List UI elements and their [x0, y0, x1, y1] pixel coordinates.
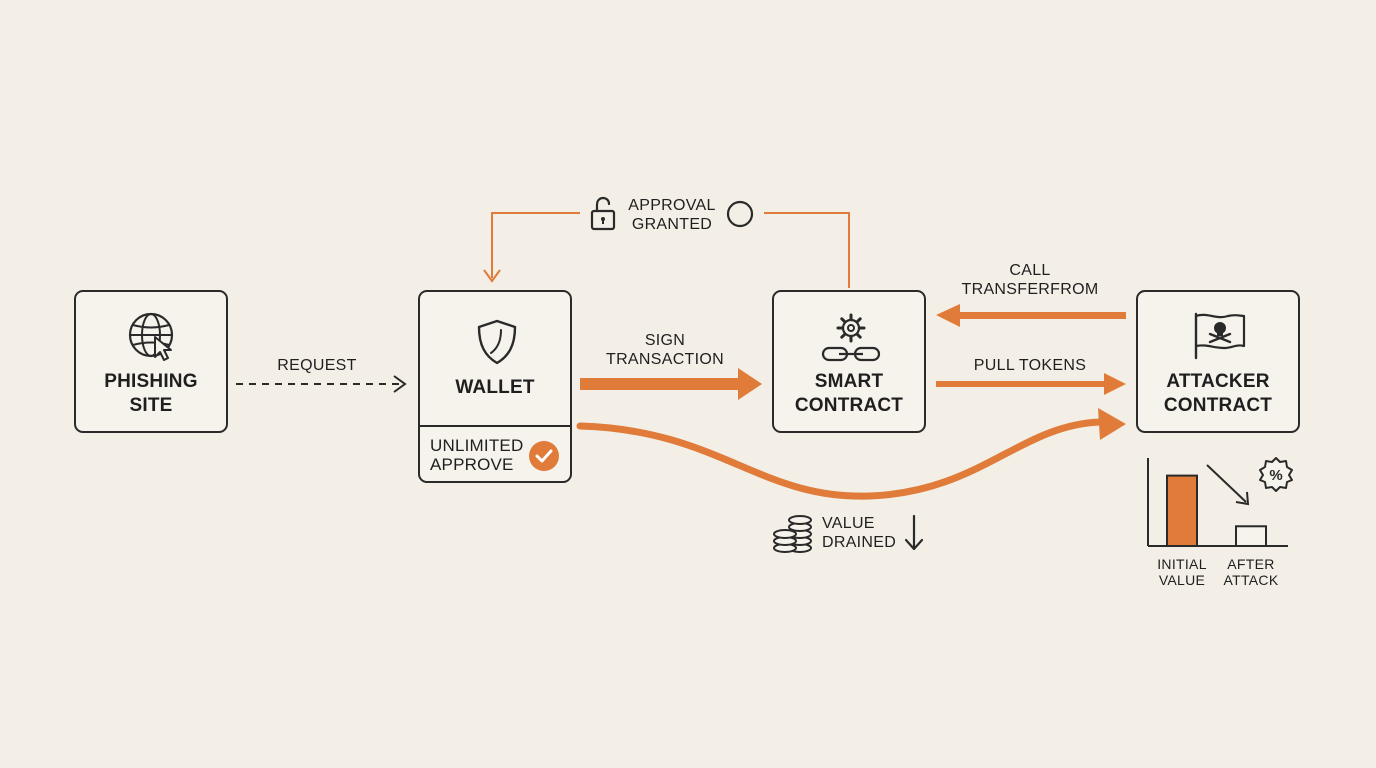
approve-divider	[420, 425, 570, 427]
svg-text:%: %	[1269, 467, 1282, 484]
call-transferfrom-arrow	[936, 304, 1126, 327]
decline-arrow	[1206, 464, 1250, 506]
chart-category-initial-value: INITIAL VALUE	[1157, 556, 1207, 588]
bar-initial-value	[1166, 474, 1198, 548]
globe-cursor-icon	[128, 312, 174, 361]
percent-badge-icon: %	[1259, 457, 1293, 492]
node-attacker-contract: ATTACKER CONTRACT	[1136, 290, 1300, 433]
gear-chain-icon	[821, 313, 881, 362]
shield-icon	[477, 319, 517, 365]
node-smart-contract: SMART CONTRACT	[772, 290, 926, 433]
value-drained-curve	[576, 408, 1126, 500]
request-arrow	[236, 375, 407, 393]
padlock-open-icon	[590, 196, 616, 231]
arrow-down-icon	[904, 514, 924, 551]
pull-tokens-arrow	[936, 373, 1126, 395]
sign-transaction-label: SIGN TRANSACTION	[606, 332, 724, 368]
bar-after-attack	[1235, 525, 1267, 548]
value-drained-label: VALUE DRAINED	[822, 515, 897, 551]
call-transferfrom-label: CALL TRANSFERFROM	[961, 262, 1099, 298]
pirate-flag-icon	[1194, 312, 1246, 360]
node-wallet: WALLET UNLIMITED APPROVE	[418, 290, 572, 483]
approval-granted-label: APPROVAL GRANTED	[628, 197, 716, 233]
unlimited-approve-label: UNLIMITED APPROVE	[430, 436, 524, 474]
request-label: REQUEST	[277, 357, 357, 374]
node-phishing-site: PHISHING SITE	[74, 290, 228, 433]
checkmark-icon	[529, 441, 559, 471]
pull-tokens-label: PULL TOKENS	[973, 357, 1087, 374]
node-smart-contract-label: SMART CONTRACT	[794, 371, 904, 416]
node-phishing-site-label: PHISHING SITE	[104, 371, 198, 416]
node-attacker-contract-label: ATTACKER CONTRACT	[1163, 371, 1273, 416]
status-circle-icon	[726, 200, 754, 228]
chart-category-after-attack: AFTER ATTACK	[1223, 556, 1279, 588]
coins-stack-icon	[773, 515, 812, 553]
node-wallet-label: WALLET	[455, 377, 535, 398]
sign-transaction-arrow	[580, 368, 762, 400]
approval-granted-arrow	[483, 212, 850, 288]
value-bar-chart	[1147, 458, 1288, 548]
